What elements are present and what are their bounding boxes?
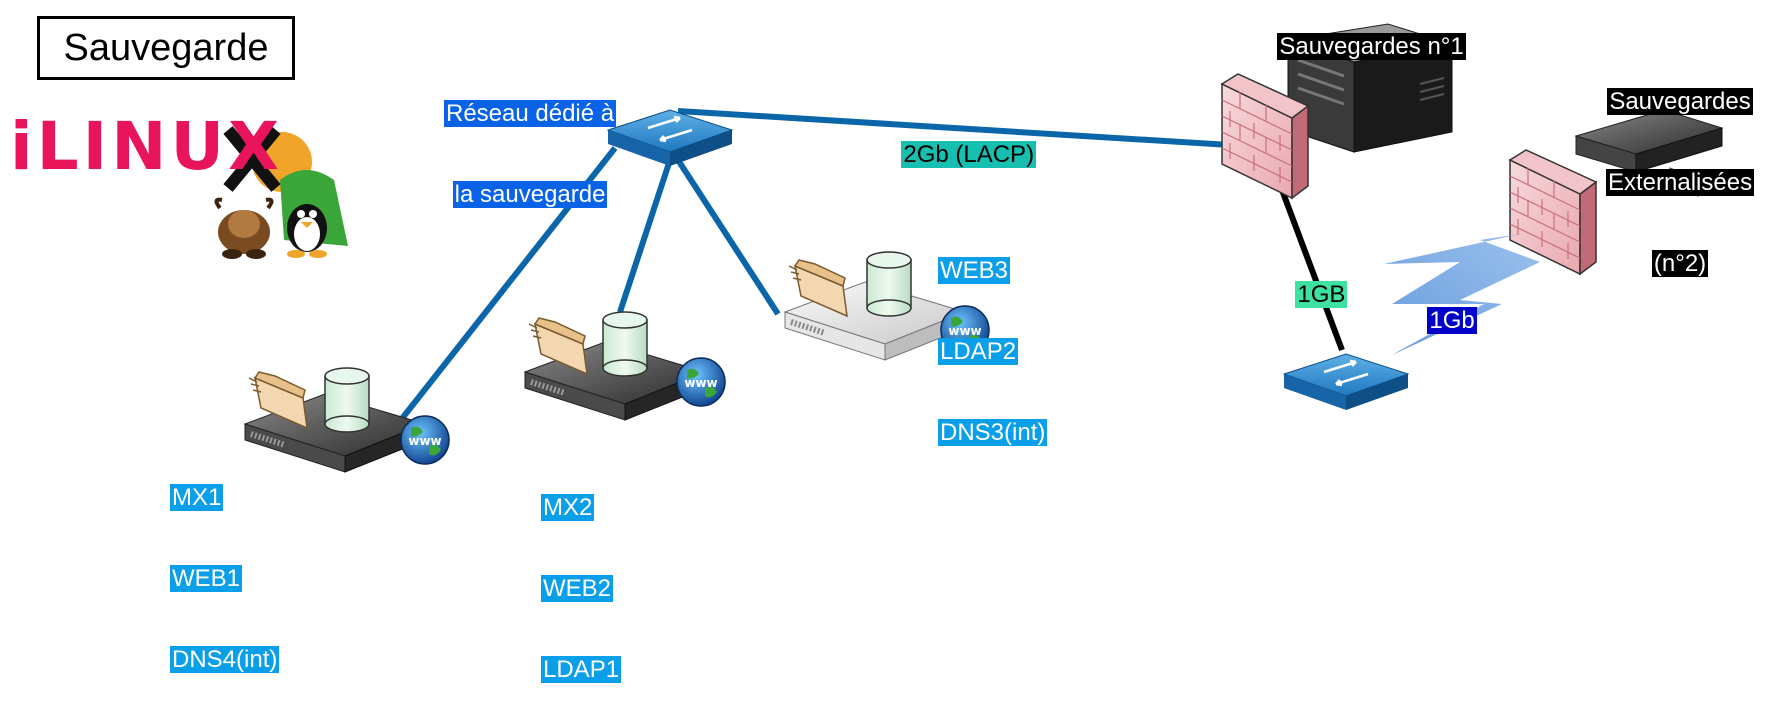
- server1-role: DNS4(int): [170, 646, 280, 673]
- link-1gb-label: 1GB: [1295, 281, 1348, 308]
- link-lacp-label: 2Gb (LACP): [901, 141, 1037, 168]
- server3-role: WEB3: [938, 257, 1011, 284]
- database-icon: [324, 367, 370, 433]
- backup1-label: Sauvegardes n°1: [1277, 33, 1466, 60]
- arrow-icon: [1384, 234, 1540, 356]
- network-label: Réseau dédié à la sauvegarde: [444, 46, 617, 235]
- network-switch-icon: [606, 108, 734, 168]
- server2-roles: MX2 WEB2 LDAP1: [541, 440, 622, 710]
- server2-role: LDAP1: [541, 656, 622, 683]
- network-label-line2: la sauvegarde: [452, 181, 608, 208]
- server3-roles: WEB3 LDAP2 DNS3(int): [938, 203, 1048, 473]
- backup2-label: Sauvegardes Externalisées (n°2): [1606, 88, 1755, 277]
- database-icon: [602, 311, 648, 377]
- server-2: [525, 311, 726, 420]
- server2-role: WEB2: [541, 575, 614, 602]
- link-switch-to-server3: [675, 158, 781, 316]
- server1-role: MX1: [170, 484, 224, 511]
- server3-role: LDAP2: [938, 338, 1019, 365]
- server1-roles: MX1 WEB1 DNS4(int): [170, 430, 280, 700]
- network-label-line1: Réseau dédié à: [444, 100, 617, 127]
- firewall-icon: [1509, 149, 1597, 275]
- logo: iLINUX: [10, 108, 283, 185]
- logo-x-icon: [223, 126, 281, 192]
- network-switch-icon: [1282, 352, 1410, 412]
- page-title: Sauvegarde: [37, 16, 295, 80]
- globe-www-icon: [400, 415, 450, 465]
- globe-www-icon: [676, 357, 726, 407]
- tux-penguin-icon: [280, 170, 348, 258]
- server2-role: MX2: [541, 494, 595, 521]
- server1-role: WEB1: [170, 565, 243, 592]
- link-switch-to-backup1: [677, 108, 1231, 148]
- server3-role: DNS3(int): [938, 419, 1048, 446]
- link-backup1-firewall-to-switch2: [1279, 188, 1345, 352]
- link-switch-to-server2: [617, 159, 673, 313]
- arrow-1gb-label: 1Gb: [1427, 307, 1477, 334]
- database-icon: [866, 251, 912, 317]
